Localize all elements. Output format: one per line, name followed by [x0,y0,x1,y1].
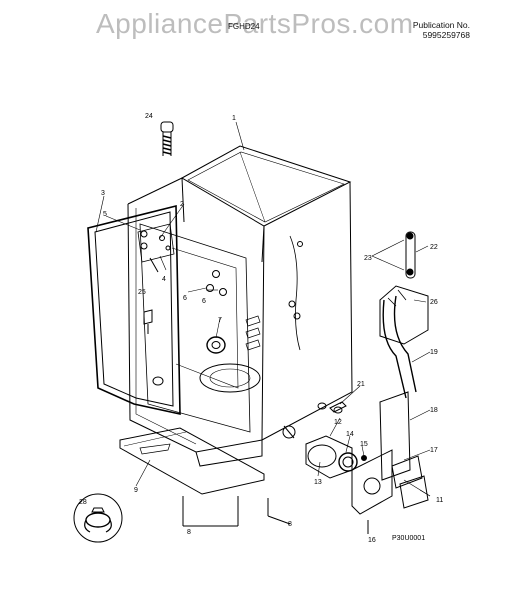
part-21-clamp [329,401,347,413]
part-12-13-14-15-pump [282,425,367,479]
label-part-12: 12 [334,419,342,426]
part-22-23-26-vent [379,231,429,345]
diagram-code: P30U0001 [392,535,425,542]
label-part-22: 22 [430,244,438,251]
part-7-bearing [206,336,226,354]
label-part-9: 9 [134,487,138,494]
part-17-18-19-fill-assembly [379,295,429,509]
model-label: FGHD24 [228,22,260,31]
label-part-5: 5 [103,211,107,218]
watermark: AppliancePartsPros.com [96,8,414,39]
label-part-13: 13 [314,479,322,486]
part-number-labels: 1 2 3 4 5 6 6 7 8 8 9 11 12 13 14 15 16 … [79,113,443,544]
publication-number: 5995259768 [422,30,470,40]
label-part-23: 23 [364,255,372,262]
label-part-21: 21 [357,381,365,388]
label-part-26: 26 [430,299,438,306]
label-part-8: 8 [187,529,191,536]
label-part-24: 24 [145,113,153,120]
label-part-28: 28 [79,499,87,506]
label-part-6: 6 [183,295,187,302]
label-part-17: 17 [430,447,438,454]
part-2-4-5-brackets [137,223,175,273]
part-3-door-gasket [87,204,181,415]
label-part-15: 15 [360,441,368,448]
label-part-7: 7 [218,317,222,324]
label-part-11: 11 [436,497,443,504]
label-part-8b: 8 [288,521,292,528]
part-9-toe-panel [119,427,265,495]
part-28-inset [73,493,123,543]
label-part-16: 16 [368,537,376,544]
label-part-3: 3 [101,190,105,197]
part-25-clip [143,309,153,334]
label-part-19: 19 [430,349,438,356]
leader-lines [95,121,431,497]
part-1-tub [127,145,353,467]
label-part-2: 2 [180,201,184,208]
label-part-1: 1 [232,115,236,122]
publication-label: Publication No. [412,20,470,30]
label-part-6b: 6 [202,298,206,305]
part-6-nuts [206,270,227,296]
label-part-25: 25 [138,289,146,296]
label-part-14: 14 [346,431,354,438]
part-8-base-rails [182,496,291,527]
label-part-4: 4 [162,276,166,283]
part-16-mount-plate [351,449,393,534]
publication-info: Publication No. 5995259768 [413,20,470,40]
part-24-leveling-leg [160,121,174,156]
label-part-18: 18 [430,407,438,414]
